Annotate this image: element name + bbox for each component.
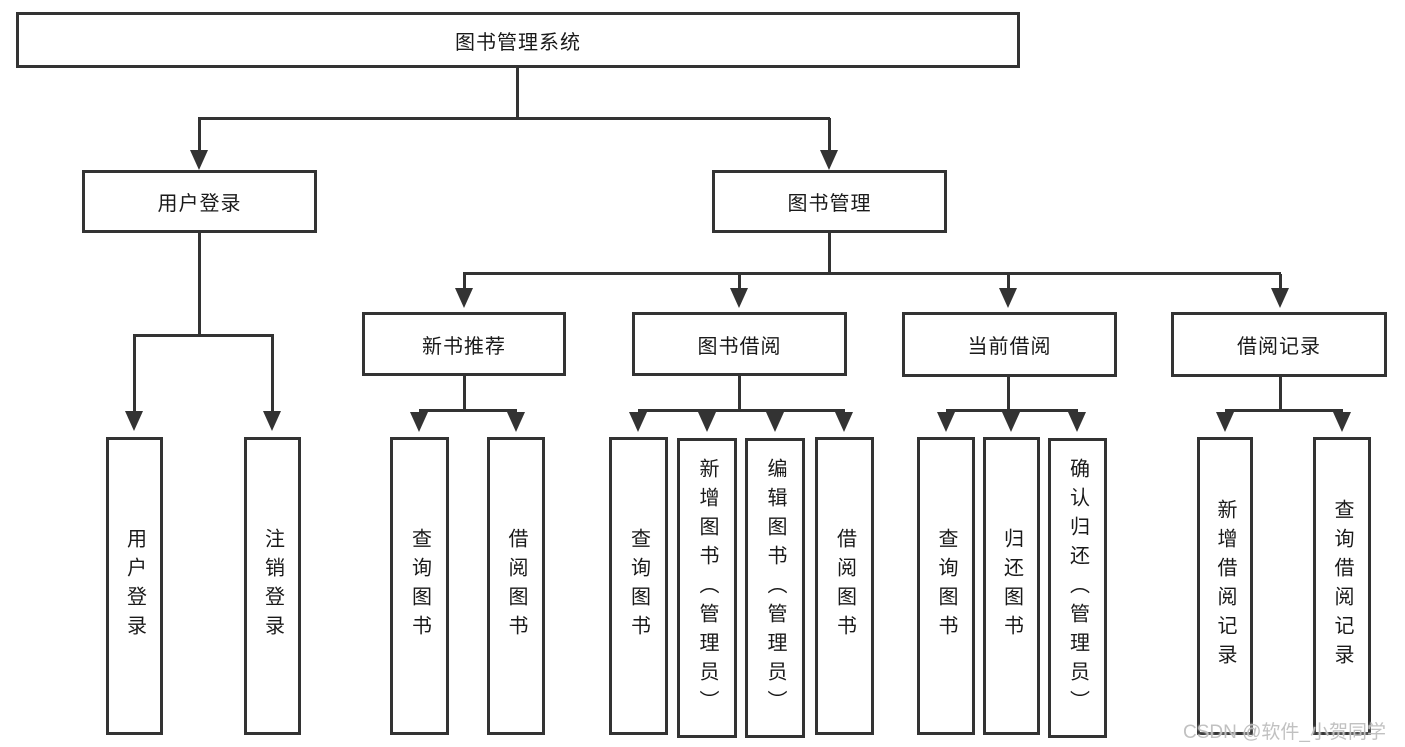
leaf-logout: 注销登录 <box>244 437 301 735</box>
connector-leaf-logout-drop <box>271 335 274 411</box>
leaf-borrowing-edit-books-admin-label: 编辑图书（管理员） <box>764 457 786 719</box>
connector-root-stem <box>516 68 519 118</box>
leaf-borrowing-query-books-label: 查询图书 <box>627 528 650 644</box>
connector-new-book-bus <box>419 409 517 412</box>
connector-borrow-record-drop <box>1279 274 1282 288</box>
connector-book-mgmt-drop <box>828 118 831 150</box>
arrowhead-down-icon <box>455 288 473 308</box>
connector-current-borrow-bus <box>946 409 1078 412</box>
leaf-logout-label: 注销登录 <box>261 528 284 644</box>
arrowhead-down-icon <box>1068 412 1086 432</box>
connector-current-borrow-drop <box>1007 274 1010 288</box>
arrowhead-down-icon <box>1271 288 1289 308</box>
arrowhead-down-icon <box>1333 412 1351 432</box>
node-book-management: 图书管理 <box>712 170 947 233</box>
connector-user-login-stem <box>198 233 201 336</box>
leaf-user-login-label: 用户登录 <box>123 528 146 644</box>
arrowhead-down-icon <box>766 412 784 432</box>
node-user-login-label: 用户登录 <box>157 193 242 215</box>
connector-level3-bus <box>463 272 1281 275</box>
leaf-records-query-record-label: 查询借阅记录 <box>1331 499 1353 673</box>
leaf-borrowing-edit-books-admin: 编辑图书（管理员） <box>745 438 805 738</box>
node-new-book-recommend: 新书推荐 <box>362 312 566 376</box>
connector-new-book-drop <box>463 274 466 288</box>
leaf-borrowing-add-books-admin: 新增图书（管理员） <box>677 438 737 738</box>
node-root: 图书管理系统 <box>16 12 1020 68</box>
arrowhead-down-icon <box>698 412 716 432</box>
node-current-borrowing-label: 当前借阅 <box>967 336 1052 358</box>
arrowhead-down-icon <box>125 411 143 431</box>
connector-borrow-record-bus <box>1225 409 1343 412</box>
arrowhead-down-icon <box>820 150 838 170</box>
leaf-current-confirm-return-admin: 确认归还（管理员） <box>1048 438 1107 738</box>
connector-current-borrow-stem <box>1007 376 1010 411</box>
node-book-management-label: 图书管理 <box>787 193 872 215</box>
connector-borrow-record-stem <box>1279 375 1282 411</box>
arrowhead-down-icon <box>835 412 853 432</box>
leaf-current-confirm-return-admin-label: 确认归还（管理员） <box>1066 457 1089 719</box>
connector-level2-bus <box>198 117 830 120</box>
node-book-borrowing: 图书借阅 <box>632 312 847 376</box>
leaf-records-query-record: 查询借阅记录 <box>1313 437 1371 735</box>
leaf-newbook-query-books-label: 查询图书 <box>408 528 431 644</box>
node-new-book-recommend-label: 新书推荐 <box>422 335 506 358</box>
leaf-borrowing-query-books: 查询图书 <box>609 437 668 735</box>
leaf-newbook-borrow-books-label: 借阅图书 <box>505 528 527 644</box>
leaf-current-return-books-label: 归还图书 <box>1000 528 1023 644</box>
connector-book-borrow-bus <box>638 409 845 412</box>
arrowhead-down-icon <box>263 411 281 431</box>
leaf-current-query-books-label: 查询图书 <box>935 528 957 644</box>
leaf-current-return-books: 归还图书 <box>983 437 1040 735</box>
node-user-login: 用户登录 <box>82 170 317 233</box>
leaf-newbook-query-books: 查询图书 <box>390 437 449 735</box>
connector-leaf-login-drop <box>133 335 136 411</box>
node-current-borrowing: 当前借阅 <box>902 312 1117 377</box>
arrowhead-down-icon <box>507 412 525 432</box>
arrowhead-down-icon <box>937 412 955 432</box>
arrowhead-down-icon <box>999 288 1017 308</box>
arrowhead-down-icon <box>1002 412 1020 432</box>
arrowhead-down-icon <box>1216 412 1234 432</box>
connector-book-mgmt-stem <box>828 233 831 274</box>
node-borrowing-records-label: 借阅记录 <box>1237 336 1321 358</box>
leaf-records-add-record: 新增借阅记录 <box>1197 437 1253 735</box>
node-borrowing-records: 借阅记录 <box>1171 312 1387 377</box>
watermark: CSDN @软件_小贺同学 <box>1183 722 1386 743</box>
node-book-borrowing-label: 图书借阅 <box>697 335 782 358</box>
leaf-records-add-record-label: 新增借阅记录 <box>1214 499 1236 673</box>
leaf-borrowing-add-books-admin-label: 新增图书（管理员） <box>696 457 718 719</box>
arrowhead-down-icon <box>730 288 748 308</box>
leaf-newbook-borrow-books: 借阅图书 <box>487 437 545 735</box>
leaf-borrowing-borrow-books: 借阅图书 <box>815 437 874 735</box>
arrowhead-down-icon <box>190 150 208 170</box>
leaf-current-query-books: 查询图书 <box>917 437 975 735</box>
connector-book-borrow-drop <box>738 274 741 288</box>
leaf-user-login: 用户登录 <box>106 437 163 735</box>
connector-user-login-bus <box>133 334 274 337</box>
connector-user-login-drop <box>198 118 201 150</box>
leaf-borrowing-borrow-books-label: 借阅图书 <box>833 528 856 644</box>
node-root-label: 图书管理系统 <box>455 31 581 54</box>
connector-new-book-stem <box>463 375 466 411</box>
connector-book-borrow-stem <box>738 375 741 411</box>
arrowhead-down-icon <box>410 412 428 432</box>
arrowhead-down-icon <box>629 412 647 432</box>
